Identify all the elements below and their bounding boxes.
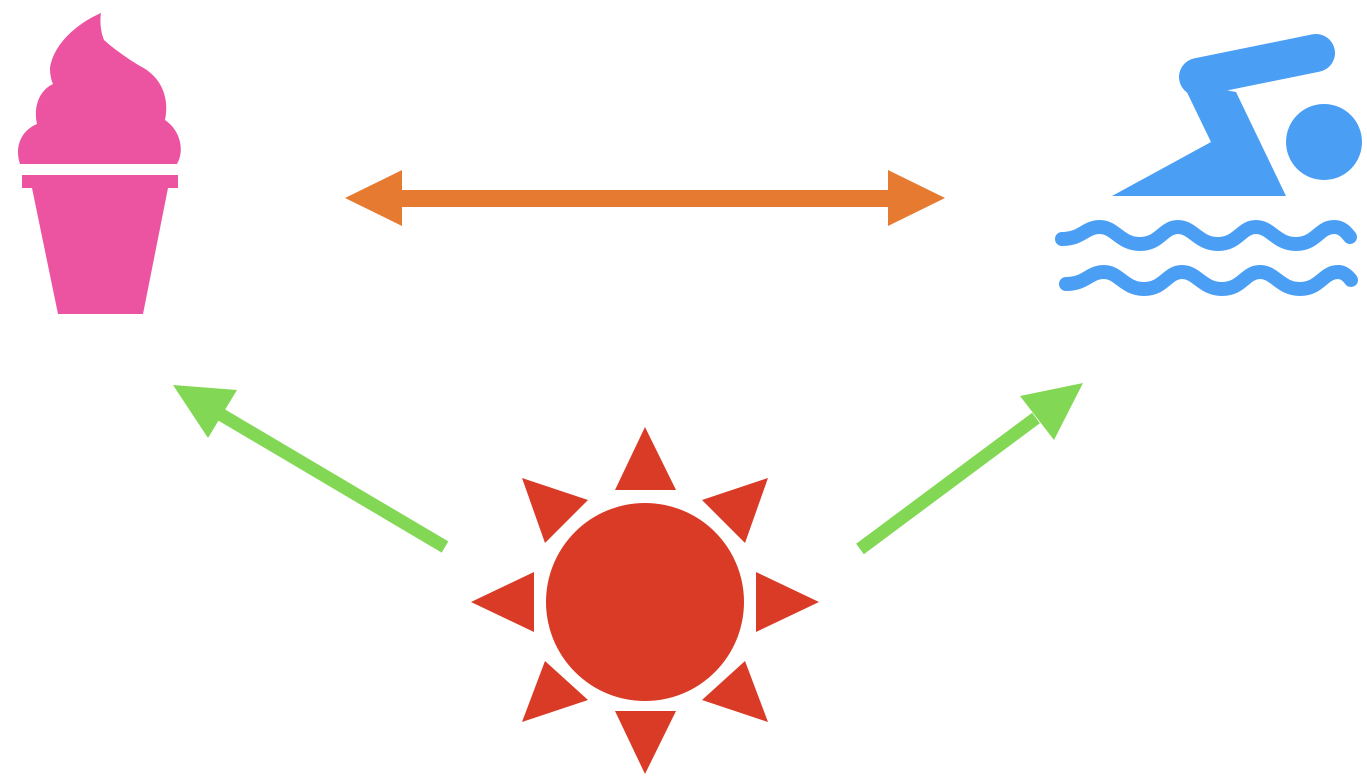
swimmer-icon — [1055, 34, 1362, 297]
arrow-sun-swimmer — [856, 383, 1083, 555]
sun-icon — [471, 427, 819, 774]
arrow-sun-icecream — [173, 385, 449, 553]
ice-cream-icon — [17, 13, 181, 314]
arrow-icecream-swimmer — [345, 170, 945, 226]
